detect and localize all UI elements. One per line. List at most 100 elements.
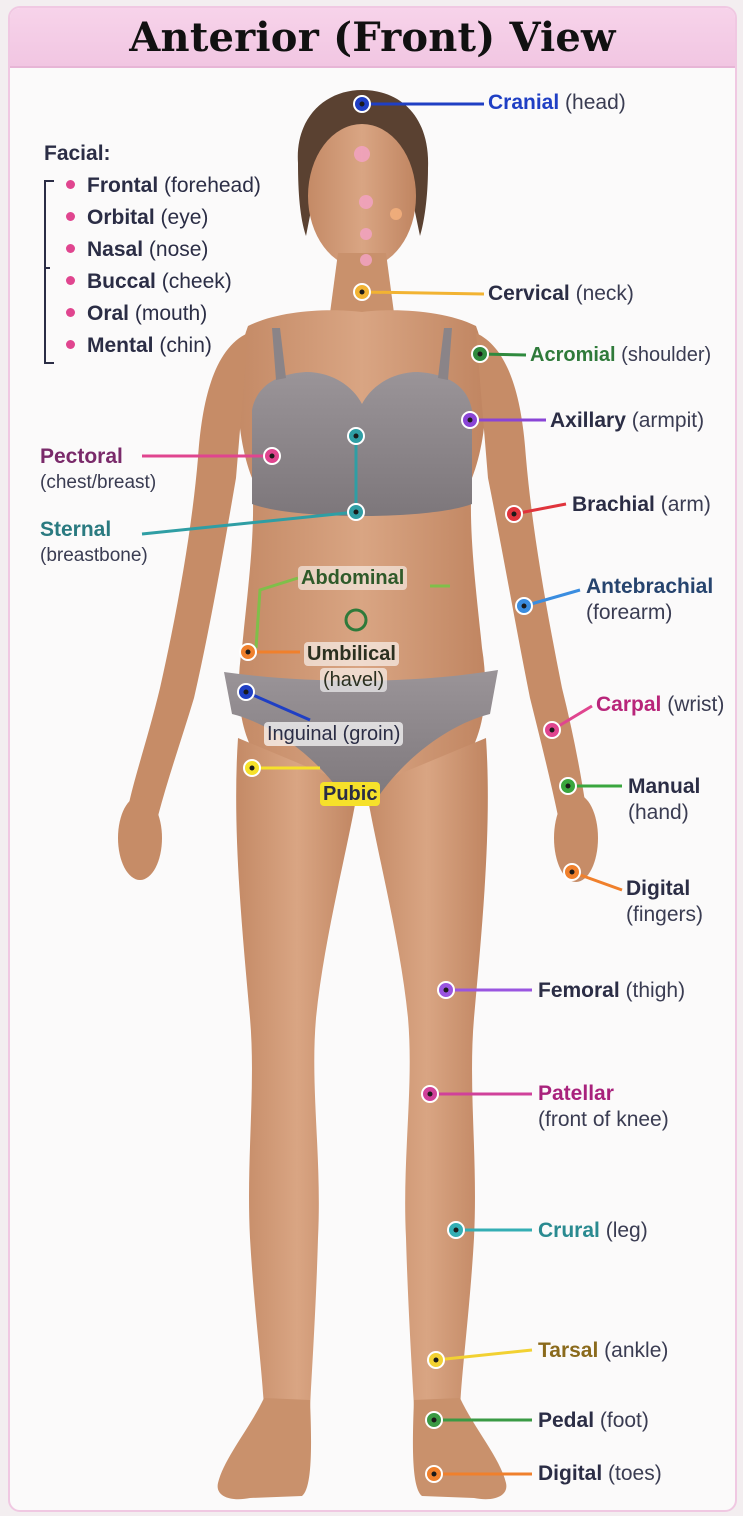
label-cervical: Cervical (neck) [488, 281, 634, 307]
facial-bracket-divider [44, 267, 50, 269]
facial-desc: (nose) [148, 238, 209, 261]
sternal-marker-center [353, 509, 359, 515]
label-sternal: Sternal(breastbone) [40, 517, 148, 569]
diagram-frame: Anterior (Front) View [8, 6, 737, 1512]
label-femoral: Femoral (thigh) [538, 978, 685, 1004]
label-cranial: Cranial (head) [488, 90, 626, 116]
bullet-dot [66, 243, 75, 253]
facial-list-block: Facial: Frontal (forehead) Orbital (eye)… [44, 142, 261, 364]
label-term: Axillary [550, 409, 626, 432]
label-term: Cervical [488, 282, 570, 305]
carpal-marker-center [549, 727, 555, 733]
antebrachial-leader-line [523, 588, 581, 608]
tarsal-marker-center [433, 1357, 439, 1363]
label-desc: (arm) [660, 493, 711, 516]
label-desc: (front of knee) [538, 1108, 669, 1131]
label-term: Manual [628, 775, 701, 798]
label-axillary: Axillary (armpit) [550, 408, 704, 434]
sternal-upper-marker-center [353, 433, 359, 439]
label-crural: Crural (leg) [538, 1218, 648, 1244]
facial-term: Frontal [87, 174, 159, 197]
femoral-marker-center [443, 987, 449, 993]
label-term: Digital [626, 877, 691, 900]
bullet-dot [66, 179, 75, 189]
left-leg-shape [236, 738, 358, 1408]
label-term: Acromial [530, 344, 616, 366]
facial-desc: (mouth) [134, 302, 208, 325]
facial-term: Oral [87, 302, 130, 325]
bullet-dot [66, 307, 75, 317]
pubic-marker-center [249, 765, 255, 771]
facial-desc: (eye) [160, 206, 209, 229]
right-hand-shape [554, 794, 598, 882]
body-figure [118, 90, 623, 1500]
cervical-leader-line [361, 290, 485, 296]
pedal-marker-center [431, 1417, 437, 1423]
facial-term: Mental [87, 334, 154, 357]
label-digital-toes: Digital (toes) [538, 1461, 662, 1487]
right-leg-shape [366, 738, 488, 1408]
bra-shape [252, 372, 472, 516]
abdominal-leader-line [254, 576, 299, 649]
label-antebrachial: Antebrachial(forearm) [586, 574, 713, 626]
brachial-marker-center [511, 511, 517, 517]
label-term: Digital [538, 1462, 603, 1485]
frontal-marker [354, 146, 370, 162]
oral-marker [360, 228, 372, 240]
pectoral-marker-center [269, 453, 275, 459]
label-term: Femoral [538, 979, 620, 1002]
label-term: Patellar [538, 1082, 614, 1105]
label-brachial: Brachial (arm) [572, 492, 711, 518]
tag-pubic: Pubic [320, 782, 381, 806]
label-desc: (neck) [575, 282, 634, 305]
label-digital-fingers: Digital (fingers) [626, 876, 703, 928]
label-term: Carpal [596, 693, 662, 716]
label-desc: (head) [565, 91, 626, 114]
facial-desc: (chin) [159, 334, 212, 357]
head-shape [308, 124, 416, 268]
label-desc: (breastbone) [40, 545, 148, 566]
facial-desc: (forehead) [164, 174, 261, 197]
label-term: Cranial [488, 91, 560, 114]
label-term: Brachial [572, 493, 655, 516]
left-foot-shape [217, 1398, 312, 1500]
facial-desc: (cheek) [161, 270, 232, 293]
antebrachial-marker-center [521, 603, 527, 609]
label-tarsal: Tarsal (ankle) [538, 1338, 668, 1364]
patellar-marker-center [427, 1091, 433, 1097]
facial-item-nasal: Nasal (nose) [66, 238, 261, 270]
region-markers [141, 95, 623, 1483]
label-term: Tarsal [538, 1339, 599, 1362]
label-desc: (wrist) [667, 693, 725, 716]
label-desc: (fingers) [626, 903, 704, 926]
label-pedal: Pedal (foot) [538, 1408, 649, 1434]
bullet-dot [66, 275, 75, 285]
label-desc: (shoulder) [621, 344, 712, 366]
label-desc: (armpit) [631, 409, 705, 432]
facial-item-buccal: Buccal (cheek) [66, 270, 261, 302]
label-term: Pectoral [40, 445, 123, 468]
nasal-marker [359, 195, 373, 209]
tag-abdominal: Abdominal [298, 566, 408, 590]
label-carpal: Carpal (wrist) [596, 692, 724, 718]
facial-bracket [44, 180, 54, 364]
right-foot-shape [412, 1398, 507, 1500]
bra-strap-right [438, 328, 452, 380]
label-desc: (forearm) [586, 601, 673, 624]
label-desc: (ankle) [604, 1339, 669, 1362]
facial-list: Frontal (forehead) Orbital (eye) Nasal (… [66, 174, 261, 366]
body-silhouette [118, 90, 598, 1500]
mental-marker [360, 254, 372, 266]
label-patellar: Patellar (front of knee) [538, 1081, 669, 1133]
facial-item-frontal: Frontal (forehead) [66, 174, 261, 206]
title-bar: Anterior (Front) View [10, 8, 735, 68]
bullet-dot [66, 211, 75, 221]
acromial-marker-center [477, 351, 483, 357]
crural-marker-center [453, 1227, 459, 1233]
label-desc: (foot) [599, 1409, 649, 1432]
tag-umbilical-desc: (havel) [320, 668, 388, 692]
inguinal-leader-line [245, 690, 311, 722]
digital_fingers-marker-center [569, 869, 575, 875]
label-term: Crural [538, 1219, 600, 1242]
facial-item-mental: Mental (chin) [66, 334, 261, 366]
